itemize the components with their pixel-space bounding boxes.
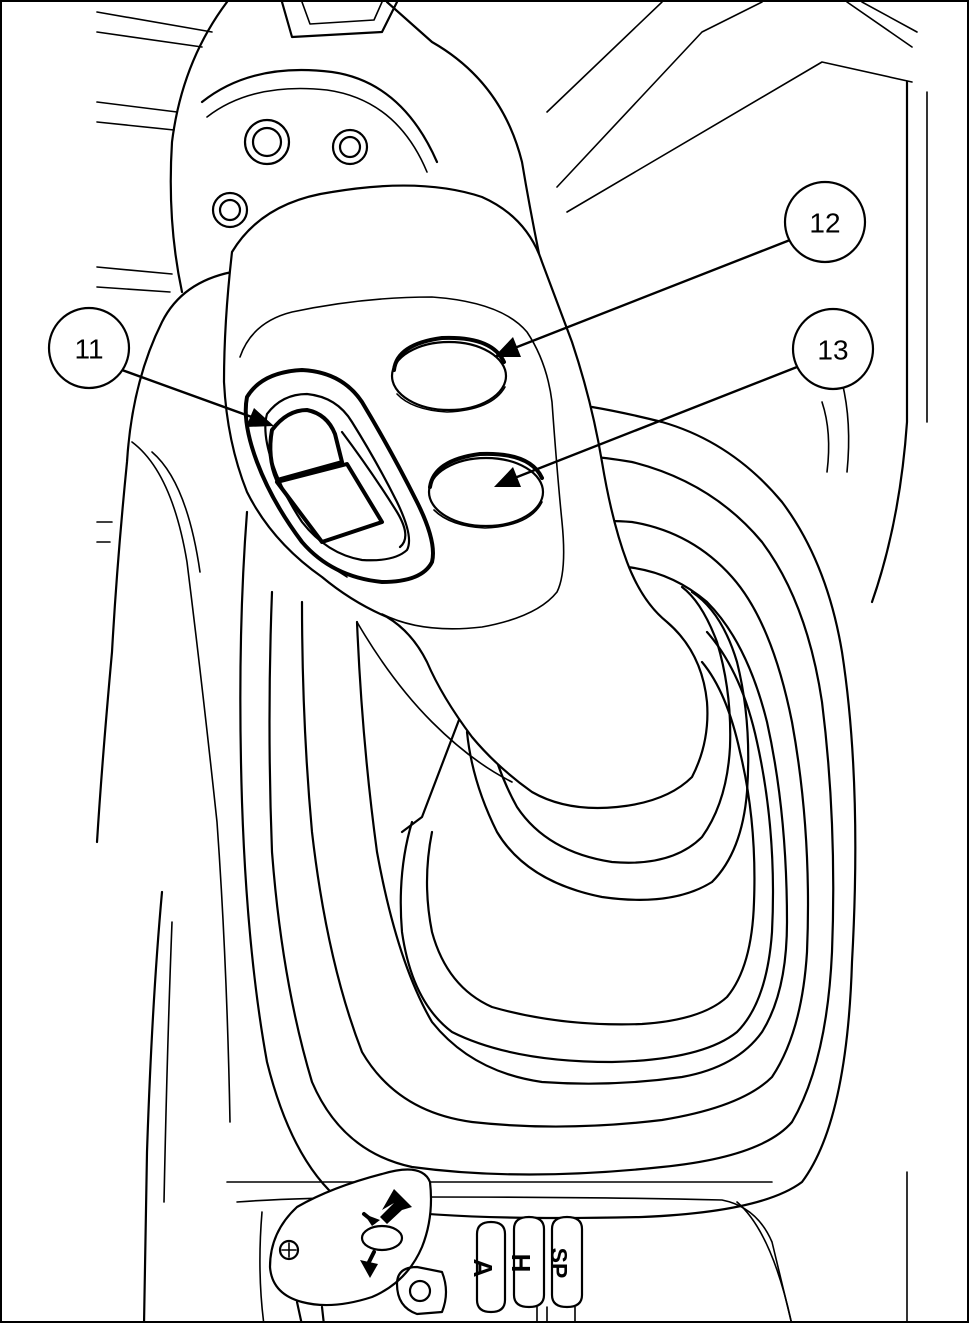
- small-knob: [395, 1265, 448, 1316]
- left-console: [95, 270, 234, 1321]
- mode-button-sp: SP: [546, 1215, 584, 1309]
- rubber-boot: [239, 405, 857, 1220]
- button-12: [390, 335, 508, 413]
- upper-housing: [169, 2, 549, 294]
- mode-button-a-label: A: [468, 1259, 498, 1278]
- callout-11: 11: [47, 306, 274, 427]
- rotary-selector: [268, 1168, 433, 1321]
- callout-12: 12: [494, 180, 867, 357]
- cab-background: [96, 2, 928, 604]
- callout-13-label: 13: [817, 335, 848, 366]
- switch-11-rocker: [243, 368, 435, 584]
- callout-11-label: 11: [74, 334, 103, 365]
- mode-buttons: A H SP: [468, 1215, 584, 1321]
- mode-button-h: H: [506, 1215, 546, 1309]
- mode-button-sp-label: SP: [546, 1248, 572, 1279]
- callout-12-label: 12: [809, 208, 840, 239]
- mode-button-h-label: H: [506, 1254, 536, 1273]
- callout-13: 13: [494, 307, 875, 487]
- mode-button-a: A: [468, 1220, 507, 1314]
